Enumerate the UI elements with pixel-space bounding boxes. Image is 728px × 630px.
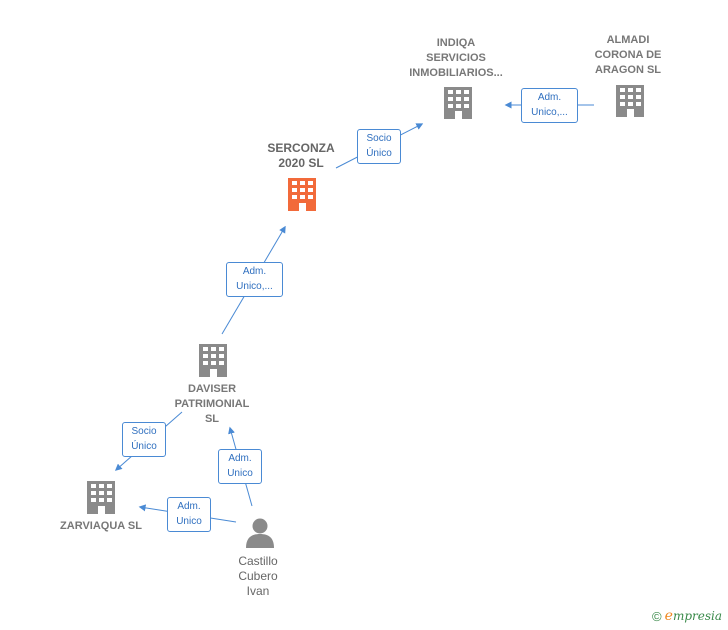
brand-watermark: © empresia	[652, 608, 722, 624]
node-label-daviser[interactable]: DAVISER PATRIMONIAL SL	[174, 383, 250, 425]
edges	[114, 101, 594, 523]
person-label-castillo[interactable]: Castillo Cubero Ivan	[238, 554, 278, 598]
building-icon[interactable]	[444, 87, 472, 119]
edge-label-daviser-zarviaqua[interactable]: Socio Único	[122, 422, 166, 457]
building-icon[interactable]	[616, 85, 644, 117]
node-label-almadi[interactable]: ALMADI CORONA DE ARAGON SL	[594, 34, 662, 76]
building-icon[interactable]	[199, 344, 227, 377]
brand-logo: empresia	[664, 608, 722, 624]
node-label-serconza[interactable]: SERCONZA 2020 SL	[267, 141, 335, 170]
edge-label-serconza-indiqa[interactable]: Socio Único	[357, 129, 401, 164]
node-label-zarviaqua[interactable]: ZARVIAQUA SL	[60, 520, 142, 532]
edge-label-daviser-serconza[interactable]: Adm. Unico,...	[226, 262, 283, 297]
person-icon[interactable]	[246, 518, 274, 549]
building-icon[interactable]	[87, 481, 115, 514]
copyright-icon: ©	[652, 608, 662, 624]
edge-label-almadi-indiqa[interactable]: Adm. Unico,...	[521, 88, 578, 123]
node-label-indiqa[interactable]: INDIQA SERVICIOS INMOBILIARIOS...	[409, 37, 503, 79]
edge-label-castillo-daviser[interactable]: Adm. Unico	[218, 449, 262, 484]
building-icon-focus[interactable]	[288, 178, 316, 211]
edge-label-castillo-zarviaqua[interactable]: Adm. Unico	[167, 497, 211, 532]
